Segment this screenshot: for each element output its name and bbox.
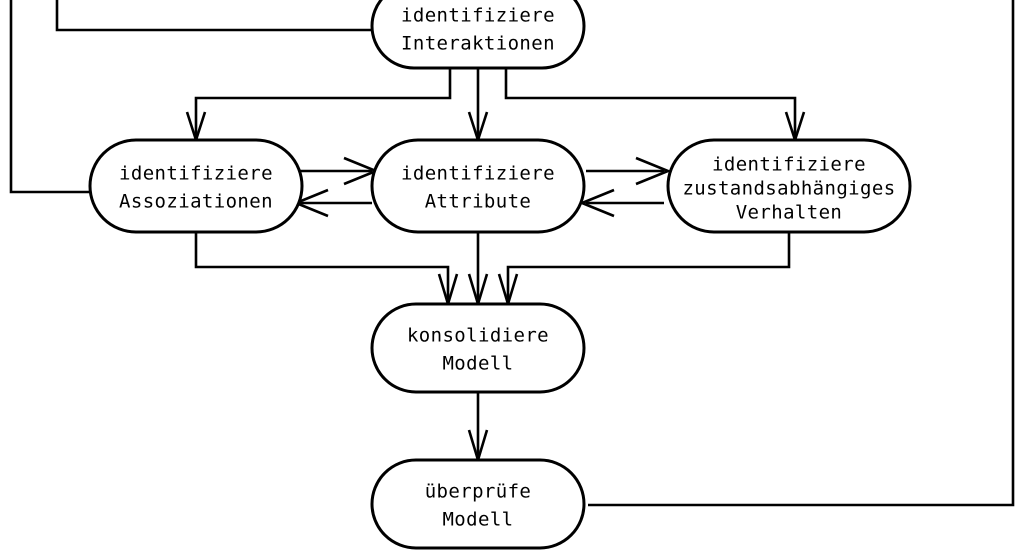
node-identifiziere-interaktionen[interactable]: identifiziere Interaktionen [370,0,586,70]
edge-attribute-to-assoziationen [292,188,372,218]
edge-attribute-to-konsolidiere [467,232,489,309]
node-label-line: überprüfe [425,481,532,503]
edge-interaktionen-feedback-top [55,0,372,32]
edge-assoziationen-feedback-left [9,0,90,194]
node-label-line: identifiziere [401,5,555,27]
edge-assoziationen-to-konsolidiere [194,232,459,309]
edge-attribute-to-zustandsverhalten [586,156,672,186]
edge-interaktionen-to-assoziationen [185,68,452,145]
node-label-line: Attribute [425,191,532,213]
node-ueberpruefe-modell[interactable]: überprüfe Modell [370,458,586,550]
edge-assoziationen-to-attribute [300,156,380,186]
node-label-line: Interaktionen [401,33,555,55]
edge-zustandsverhalten-to-attribute [578,188,664,218]
node-label-line: Assoziationen [119,191,273,213]
node-label-line: zustandsabhängiges [682,178,895,200]
node-identifiziere-zustandsabhaengiges-verhalten[interactable]: identifiziere zustandsabhängiges Verhalt… [666,138,912,234]
node-label-line: konsolidiere [407,325,549,347]
node-label-line: identifiziere [401,163,555,185]
node-label-line: Modell [442,353,513,375]
node-label-line: identifiziere [712,154,866,176]
node-identifiziere-assoziationen[interactable]: identifiziere Assoziationen [88,138,304,234]
node-label-line: Verhalten [736,202,843,224]
node-identifiziere-attribute[interactable]: identifiziere Attribute [370,138,586,234]
edge-konsolidiere-to-ueberpruefe [467,392,489,465]
edge-zustandsverhalten-to-konsolidiere [497,232,791,309]
node-label-line: identifiziere [119,163,273,185]
node-label-line: Modell [442,509,513,531]
edge-ueberpruefe-feedback-right [588,0,1015,507]
edge-interaktionen-to-zustandsverhalten [504,68,806,145]
edge-interaktionen-to-attribute [467,68,489,145]
node-konsolidiere-modell[interactable]: konsolidiere Modell [370,302,586,394]
